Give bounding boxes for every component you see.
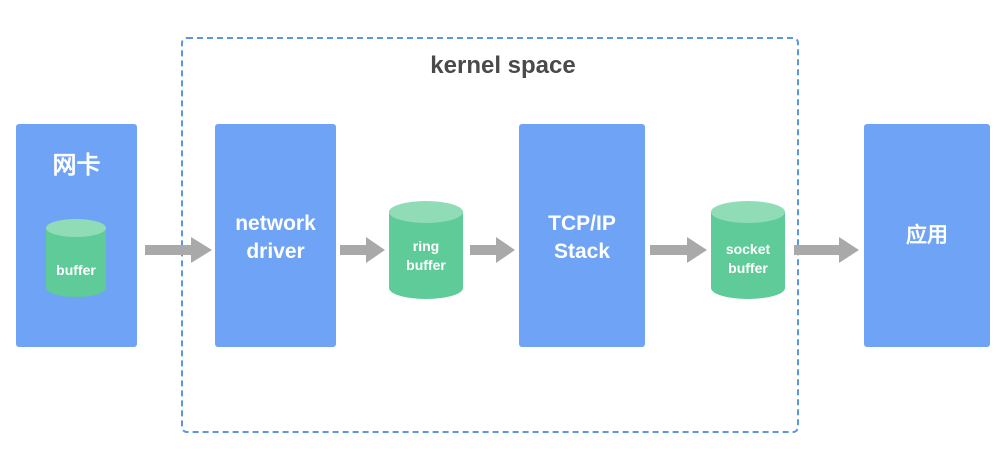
socket-buffer-cylinder-icon: [711, 201, 785, 299]
application-block: 应用: [864, 124, 990, 347]
kernel-space-title: kernel space: [430, 52, 576, 79]
nic-buffer: buffer: [45, 218, 107, 298]
arrow-nic-to-driver: [145, 237, 212, 263]
nic-label: 网卡: [52, 152, 101, 179]
ring-buffer: ring buffer: [388, 200, 464, 300]
socket-buffer-label: socket buffer: [725, 241, 771, 276]
tcp-ip-stack-label: TCP/IP Stack: [548, 212, 616, 263]
arrow-socket-buffer-to-application: [794, 237, 859, 263]
kernel-space-region: [181, 37, 799, 433]
network-driver-label: network driver: [235, 212, 316, 263]
ring-buffer-cylinder-icon: [389, 201, 463, 299]
tcp-ip-stack-block: TCP/IP Stack: [519, 124, 645, 347]
arrow-ring-buffer-to-tcp-ip: [470, 237, 515, 263]
ring-buffer-label: ring buffer: [406, 238, 446, 273]
application-label: 应用: [906, 224, 948, 247]
nic-buffer-label: buffer: [56, 262, 96, 278]
network-driver-block: network driver: [215, 124, 336, 347]
socket-buffer: socket buffer: [710, 200, 786, 300]
nic-buffer-cylinder-icon: [46, 219, 106, 297]
nic-block: 网卡: [16, 124, 137, 347]
arrow-tcp-ip-to-socket-buffer: [650, 237, 707, 263]
arrow-driver-to-ring-buffer: [340, 237, 385, 263]
